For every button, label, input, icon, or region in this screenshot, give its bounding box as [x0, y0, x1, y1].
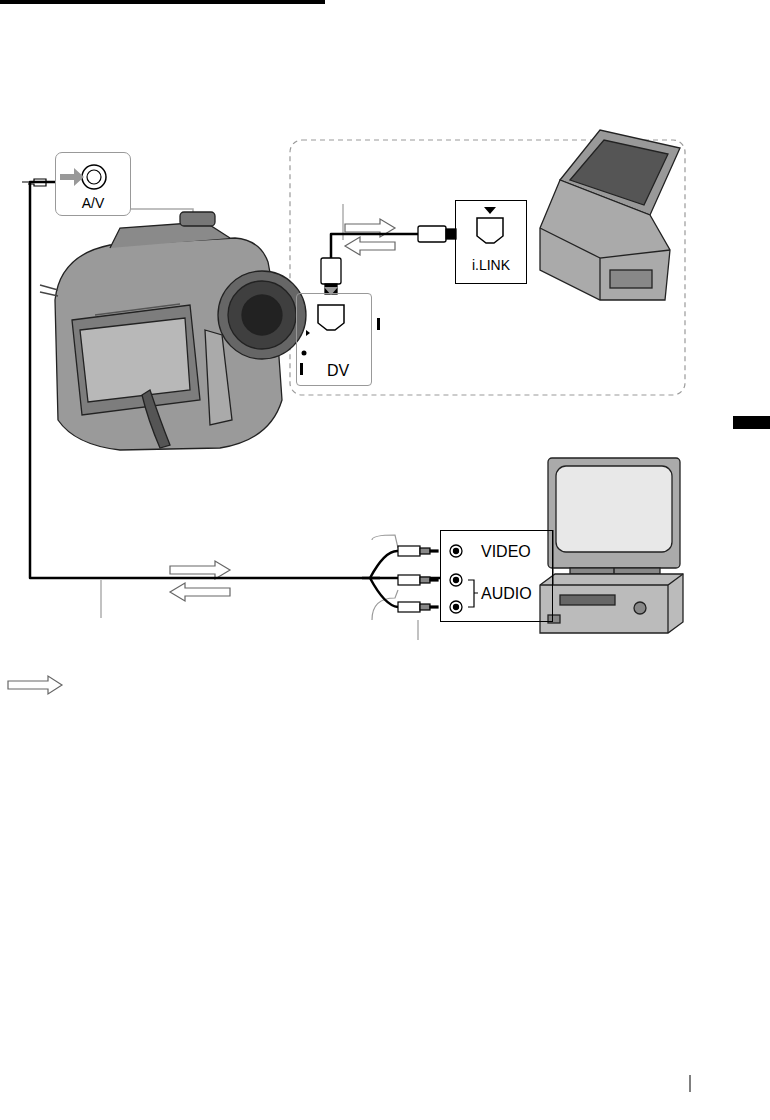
television [548, 458, 680, 574]
section-tab [733, 416, 770, 429]
ilink-port-box: i.LINK [455, 200, 527, 284]
av-jack-box: A/V [55, 152, 131, 216]
port-label: A/V [82, 196, 105, 210]
port-label: VIDEO [481, 544, 531, 560]
header-rule [0, 0, 325, 4]
port-label: i.LINK [472, 258, 510, 272]
optional-region [290, 140, 685, 395]
vcr [540, 574, 683, 633]
ilink-port-icon [477, 207, 503, 243]
video-deck [540, 130, 680, 300]
av-jack-icon [22, 165, 106, 189]
panel-jacks [450, 545, 462, 613]
rca-plugs [362, 546, 438, 612]
audio-bracket [468, 580, 478, 607]
signal-arrows [8, 219, 395, 694]
dv-port-box: DV [296, 293, 372, 386]
port-label: DV [327, 363, 349, 379]
leader-stubs [101, 204, 418, 640]
page-rule [690, 1075, 691, 1092]
cable [30, 182, 440, 578]
port-label: AUDIO [481, 586, 532, 602]
av-input-panel: VIDEO AUDIO [440, 530, 553, 622]
cable [331, 234, 455, 293]
dv-cable-plugs [321, 226, 456, 295]
camcorder [40, 212, 306, 450]
